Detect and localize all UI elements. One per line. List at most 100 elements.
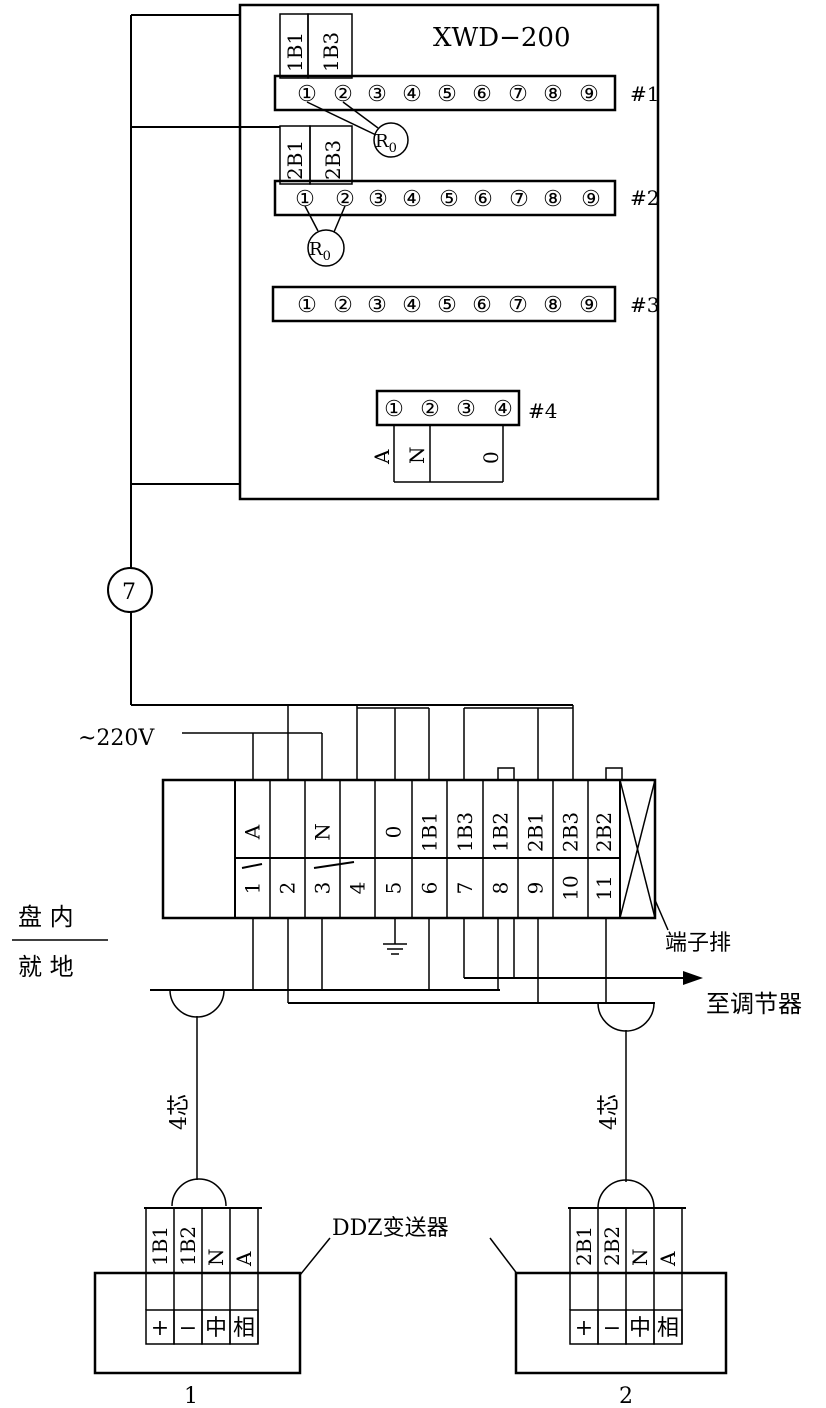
terminal-number-11: 11: [592, 875, 616, 900]
strip-1-terminal-6: ⑥: [472, 82, 492, 107]
terminal-top-label-5: 0: [382, 826, 406, 839]
strip-1-terminal-7: ⑦: [508, 82, 528, 107]
strip-1-terminal-8: ⑧: [543, 82, 563, 107]
strip-2-wire-2b1: 2B1: [283, 140, 307, 180]
strip-3-terminal-8: ⑧: [543, 293, 563, 318]
strip-2-terminal-1: ①: [295, 187, 315, 212]
supply-220v: ~220V: [78, 726, 323, 780]
strip-3-terminal-1: ①: [297, 293, 317, 318]
terminal-top-label-9: 2B1: [524, 812, 548, 852]
terminal-number-7: 7: [453, 882, 477, 895]
strip-2-terminal-3: ③: [368, 187, 388, 212]
terminal-number-5: 5: [382, 882, 406, 895]
strip-3-terminal-4: ④: [402, 293, 422, 318]
strip-4-wire-a: A: [370, 449, 394, 465]
strip-2-terminal-5: ⑤: [439, 187, 459, 212]
strip-4-wire-0: 0: [479, 451, 503, 464]
transmitter-1-terminal-3: 中: [205, 1316, 227, 1341]
transmitter-2-wire-1: 2B1: [572, 1226, 596, 1266]
svg-text:R0: R0: [309, 239, 331, 264]
resistor-r0-strip-1: R0: [306, 101, 409, 158]
strip-3-terminal-6: ⑥: [472, 293, 492, 318]
strip-4-terminal-1: ①: [384, 397, 404, 422]
strip-1-wire-1b1: 1B1: [283, 32, 307, 72]
zone-inside: 盘 内: [18, 903, 74, 931]
terminal-number-8: 8: [489, 882, 513, 895]
resistor-r0-strip-2: R0: [304, 205, 346, 267]
terminal-top-label-1: A: [241, 824, 265, 840]
transmitter-1-wire-3: N: [204, 1249, 228, 1267]
strip-2-terminal-7: ⑦: [509, 187, 529, 212]
terminal-number-10: 10: [559, 875, 583, 900]
cable-bundle: 7: [107, 14, 573, 706]
strip-4-terminal-4: ④: [493, 397, 513, 422]
cable-drops: [287, 705, 623, 781]
terminal-number-4: 4: [346, 882, 370, 895]
cable-to-transmitter-2: 4芯: [597, 1002, 655, 1209]
transmitter-2-terminal-2: −: [603, 1316, 621, 1341]
strip-1-terminal-2: ②: [333, 82, 353, 107]
strip-3-terminal-3: ③: [367, 293, 387, 318]
zone-field: 就 地: [18, 953, 74, 981]
terminal-number-3: 3: [311, 882, 335, 895]
to-regulator-label: 至调节器: [706, 990, 802, 1018]
terminal-top-label-8: 1B2: [489, 812, 513, 852]
transmitter-1-terminal-4: 相: [233, 1316, 255, 1341]
strip-2-terminal-4: ④: [402, 187, 422, 212]
strip-2-terminal-9: ⑨: [581, 187, 601, 212]
field-wiring: 至调节器: [150, 918, 802, 1018]
strip-1-terminal-3: ③: [367, 82, 387, 107]
transmitter-2-id: 2: [619, 1384, 633, 1408]
strip-1-label: #1: [630, 82, 659, 106]
terminal-number-1: 1: [241, 882, 265, 895]
supply-label: ~220V: [78, 726, 155, 751]
strip-4-wire-n: N: [405, 447, 429, 465]
zone-labels: 盘 内 就 地: [12, 903, 108, 981]
terminal-top-label-7: 1B3: [453, 812, 477, 852]
terminal-top-label-6: 1B1: [418, 812, 442, 852]
ground-icon: [383, 918, 407, 955]
transmitter-2-wire-4: A: [656, 1251, 680, 1267]
strip-1-terminal-4: ④: [402, 82, 422, 107]
transmitter-2-terminals: +−中相: [569, 1309, 683, 1345]
transmitter-2-wire-3: N: [628, 1249, 652, 1267]
cable-number: 7: [122, 580, 136, 605]
cable-2-cores: 4芯: [597, 1094, 622, 1130]
transmitter-label: DDZ变送器: [332, 1216, 449, 1241]
terminal-number-6: 6: [418, 882, 442, 895]
strip-3-label: #3: [630, 293, 659, 317]
terminal-number-2: 2: [276, 882, 300, 895]
transmitter-1-terminal-1: +: [151, 1316, 169, 1341]
strip-1-wire-1b3: 1B3: [319, 32, 343, 72]
cable-1-cores: 4芯: [167, 1094, 192, 1130]
transmitter-2-terminal-3: 中: [629, 1316, 651, 1341]
strip-2-terminal-2: ②: [335, 187, 355, 212]
strip-4-terminal-3: ③: [456, 397, 476, 422]
strip-1-terminal-5: ⑤: [437, 82, 457, 107]
transmitter-1-terminals: +−中相: [145, 1309, 259, 1345]
transmitter-2-terminal-4: 相: [657, 1316, 679, 1341]
strip-3-terminal-2: ②: [333, 293, 353, 318]
strip-3-terminal-7: ⑦: [508, 293, 528, 318]
transmitter-1-wire-1: 1B1: [148, 1226, 172, 1266]
terminal-block-name: 端子排: [665, 931, 731, 956]
strip-1-terminal-1: ①: [297, 82, 317, 107]
terminal-top-label-3: N: [311, 823, 335, 841]
terminal-number-9: 9: [524, 882, 548, 895]
strip-3-terminal-9: ⑨: [579, 293, 599, 318]
strip-2-label: #2: [630, 186, 659, 210]
strip-3-terminal-5: ⑤: [437, 293, 457, 318]
